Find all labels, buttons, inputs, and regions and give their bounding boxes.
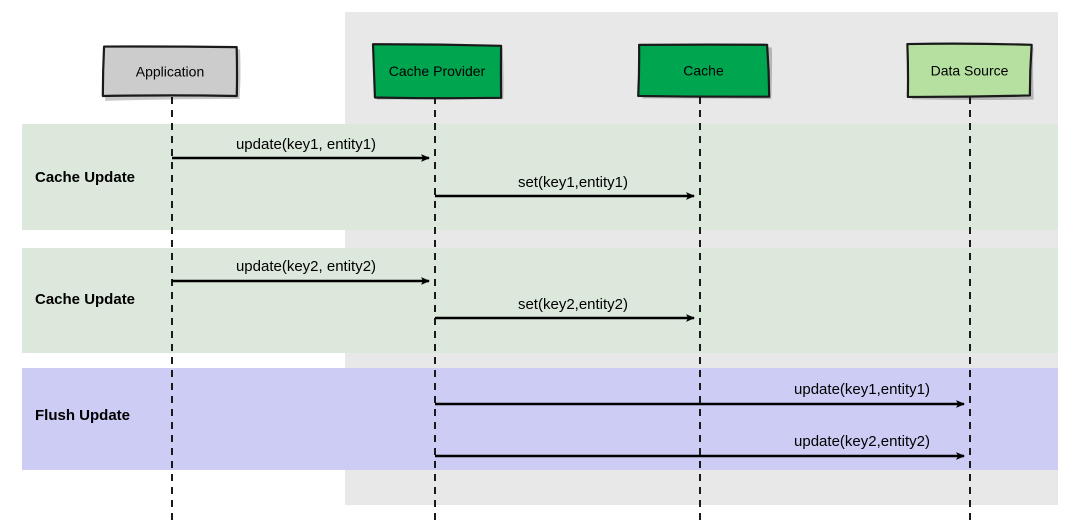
participant-application-label: Application	[136, 64, 205, 80]
participant-cache-provider-label: Cache Provider	[389, 63, 486, 79]
msg-set-key1-label: set(key1,entity1)	[518, 174, 628, 191]
msg-flush-key1-label: update(key1,entity1)	[794, 381, 930, 398]
msg-update-key2-label: update(key2, entity2)	[236, 258, 376, 275]
band-cache-update-2-label: Cache Update	[35, 291, 135, 308]
participant-data-source-label: Data Source	[931, 63, 1009, 79]
msg-flush-key2-label: update(key2,entity2)	[794, 433, 930, 450]
participant-application[interactable]: Application	[103, 47, 241, 101]
participant-cache-provider[interactable]: Cache Provider	[373, 44, 504, 99]
participant-cache[interactable]: Cache	[638, 45, 772, 99]
participant-cache-label: Cache	[683, 63, 724, 79]
participant-data-source[interactable]: Data Source	[907, 44, 1033, 100]
msg-update-key1-label: update(key1, entity1)	[236, 136, 376, 153]
band-cache-update-1-label: Cache Update	[35, 169, 135, 186]
band-flush-update-label: Flush Update	[35, 407, 130, 424]
msg-set-key2-label: set(key2,entity2)	[518, 296, 628, 313]
